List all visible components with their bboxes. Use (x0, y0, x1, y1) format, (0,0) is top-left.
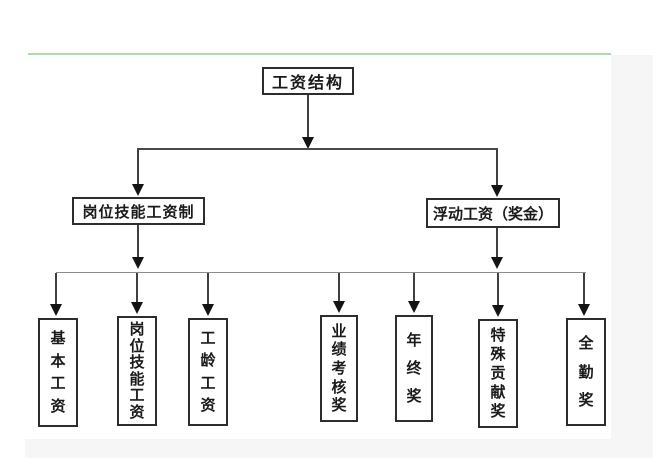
arrow-down-icon (50, 304, 62, 316)
node-floating-wage-bonus: 浮动工资（奖金） (426, 198, 560, 228)
connector-leaf-2 (136, 273, 138, 302)
connector-right-stem (496, 228, 498, 257)
connector-leaf-7 (583, 273, 585, 304)
leaf-node-year-end-bonus: 年终奖 (395, 315, 433, 422)
arrow-down-icon (492, 305, 504, 317)
arrow-down-icon (491, 185, 503, 197)
arrow-down-icon (132, 184, 144, 196)
node-salary-structure: 工资结构 (262, 67, 354, 95)
arrow-down-icon (202, 304, 214, 316)
arrow-down-icon (578, 304, 590, 316)
connector-leaf-4 (338, 273, 340, 301)
connector-root-stem (307, 95, 309, 137)
connector-leaf-3 (207, 273, 209, 304)
connector-leaf-5 (413, 273, 415, 301)
bottom-background-strip (25, 439, 653, 458)
node-position-skill-wage-system: 岗位技能工资制 (72, 197, 205, 225)
connector-leaf-1 (55, 273, 57, 304)
connector-level2-line (137, 148, 498, 150)
right-background-strip (611, 55, 653, 458)
arrow-down-icon (131, 302, 143, 314)
leaf-node-position-skill-wage: 岗位技能工资 (117, 316, 157, 426)
leaf-node-seniority-wage: 工龄工资 (188, 318, 228, 426)
connector-level3-line (56, 272, 586, 273)
connector-left-stem (137, 225, 139, 257)
arrow-down-icon (491, 257, 503, 269)
connector-leaf-6 (497, 273, 499, 305)
leaf-node-performance-assessment-award: 业绩考核奖 (320, 315, 358, 422)
connector-right-branch (496, 150, 498, 185)
leaf-node-full-attendance-award: 全勤奖 (566, 318, 606, 426)
leaf-node-basic-wage: 基本工资 (38, 318, 78, 427)
arrow-down-icon (408, 301, 420, 313)
arrow-down-icon (333, 301, 345, 313)
arrow-down-icon (302, 137, 314, 149)
connector-left-branch (137, 150, 139, 184)
leaf-node-special-contribution-award: 特殊贡献奖 (478, 319, 518, 428)
panel-top-accent-line (28, 53, 611, 55)
arrow-down-icon (132, 257, 144, 269)
